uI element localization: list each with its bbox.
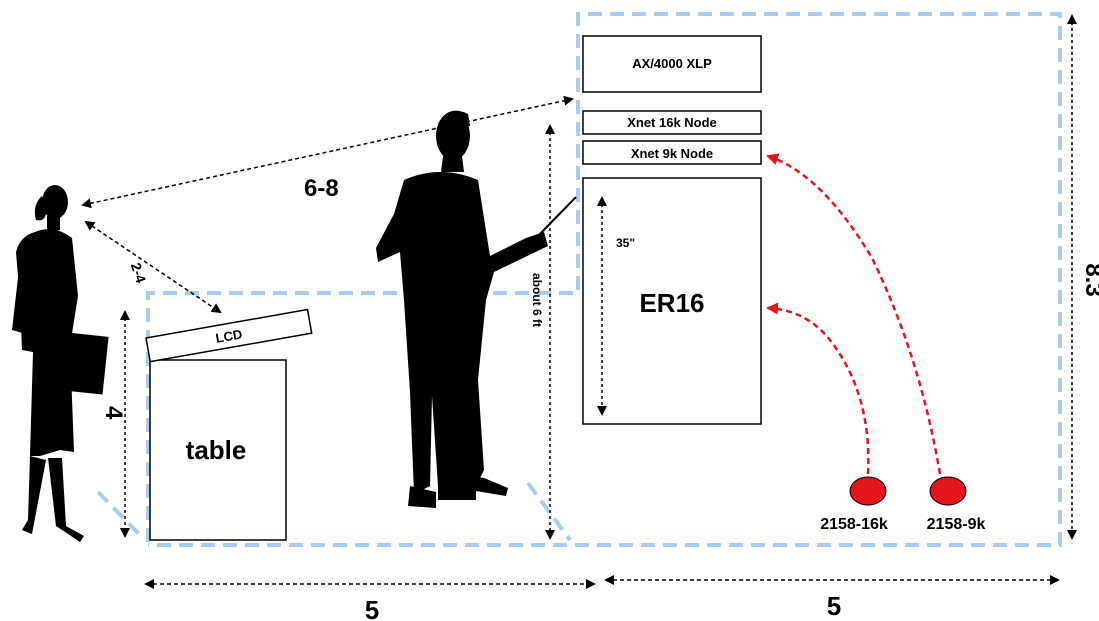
er16-height-label: 35" — [616, 236, 635, 250]
width-right-label: 5 — [827, 591, 841, 621]
cable-16k-to-er16 — [766, 302, 870, 475]
viewing-distance-label: 6-8 — [304, 175, 339, 202]
cable-9k-to-xnet9 — [766, 153, 942, 475]
jack-9k-label: 2158-9k — [927, 516, 986, 533]
woman-height-label: 4 — [100, 406, 127, 420]
lcd: LCD — [145, 308, 313, 363]
jack-16k-label: 2158-16k — [820, 516, 888, 533]
rack-height-label: 8.3 — [1080, 263, 1099, 296]
lcd-distance-label: 2-4 — [128, 261, 150, 285]
xnet9-label: Xnet 9k Node — [631, 146, 713, 161]
woman-silhouette-icon — [12, 185, 109, 542]
ax4000-label: AX/4000 XLP — [632, 56, 712, 71]
presenter-height-label: about 6 ft — [530, 273, 544, 327]
presenter-silhouette-icon — [376, 110, 577, 508]
xnet16-label: Xnet 16k Node — [627, 115, 717, 130]
lcd-distance-arrow — [84, 220, 222, 314]
rack-ax4000: AX/4000 XLP — [582, 35, 762, 93]
lcd-label: LCD — [214, 326, 243, 345]
width-left-label: 5 — [365, 595, 379, 621]
viewing-distance-arrow — [81, 95, 574, 209]
rack-er16: ER16 35" — [582, 177, 762, 425]
table-label: table — [186, 435, 247, 465]
er16-label: ER16 — [639, 288, 704, 318]
jack-16k: 2158-16k — [820, 476, 888, 533]
rack-xnet9: Xnet 9k Node — [582, 140, 762, 165]
table: table — [149, 359, 287, 541]
rack-xnet16: Xnet 16k Node — [582, 110, 762, 135]
jack-9k: 2158-9k — [927, 476, 986, 533]
